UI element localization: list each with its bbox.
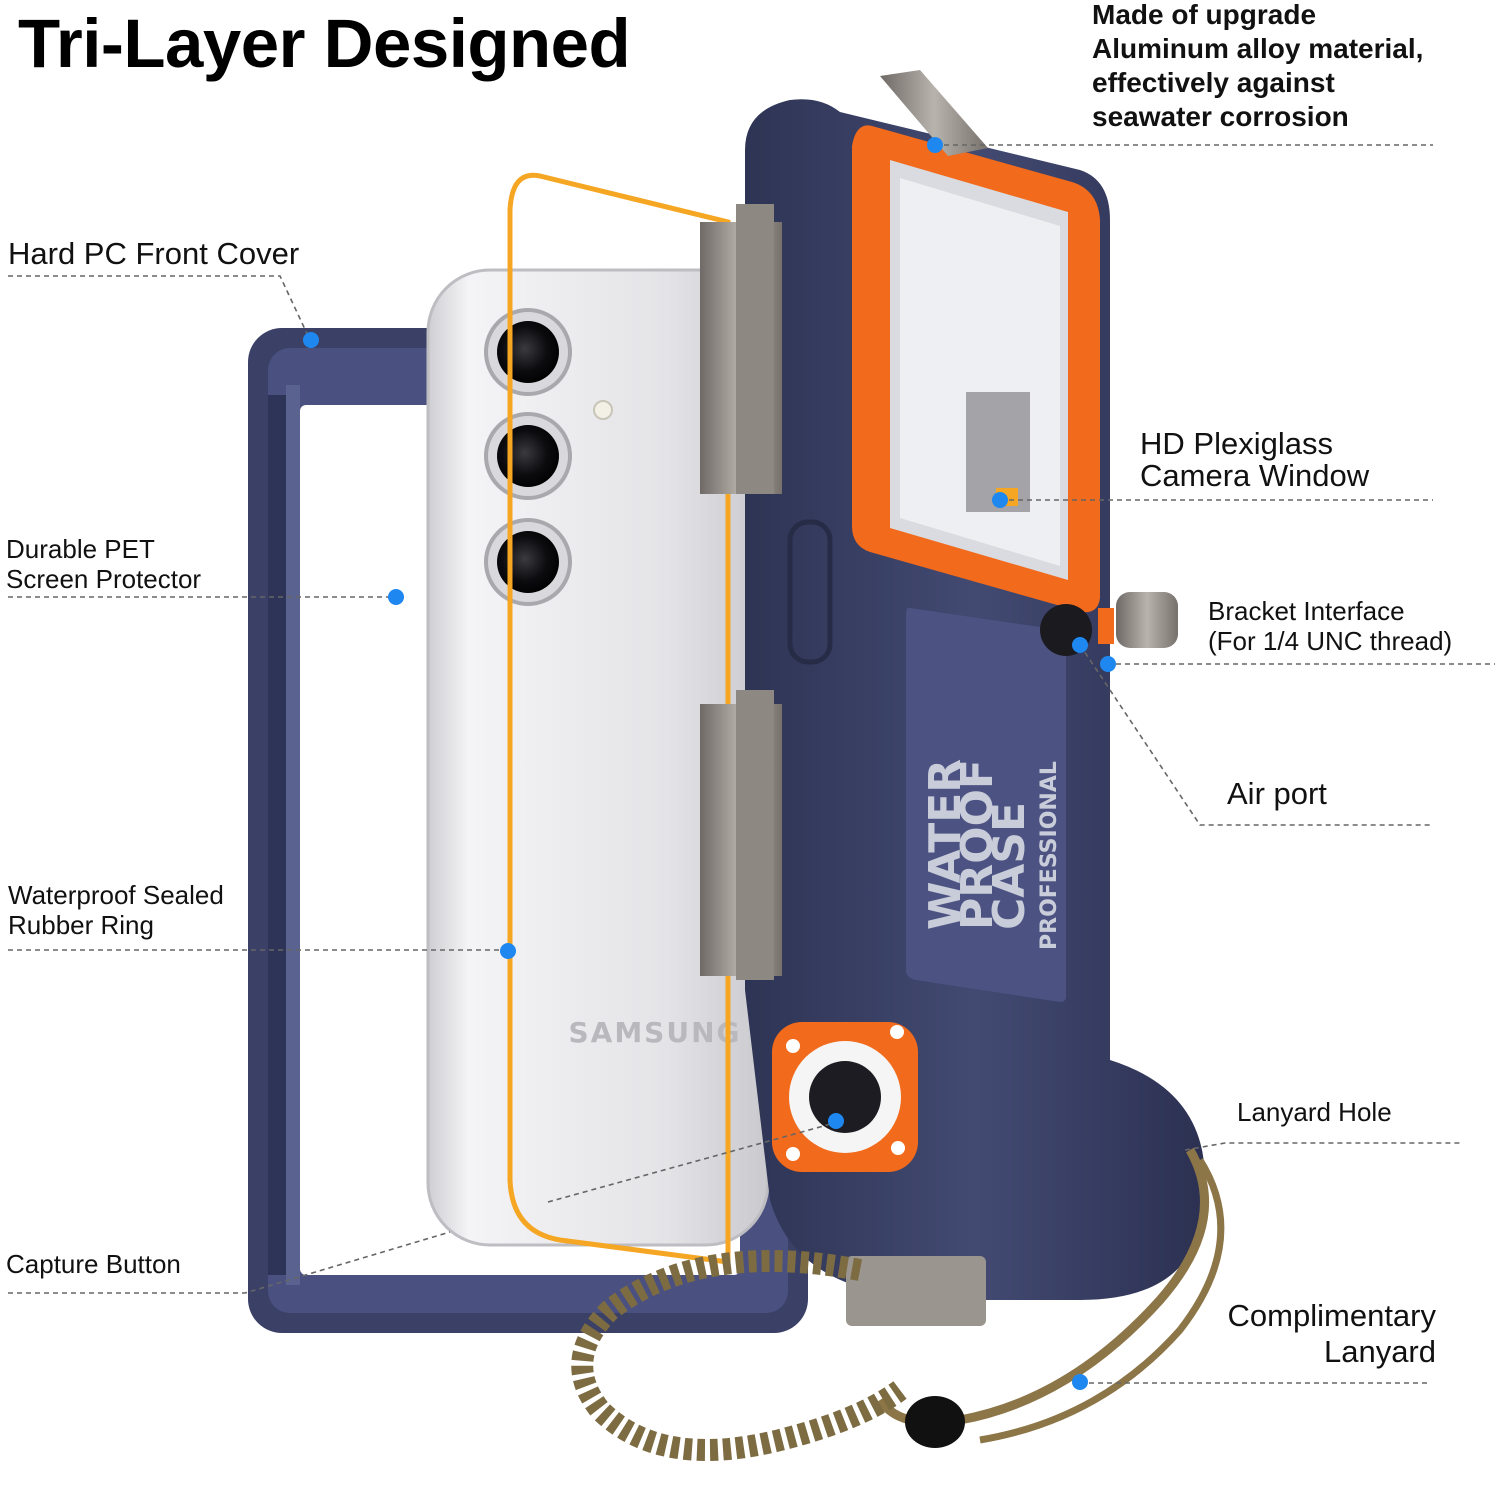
page-title: Tri-Layer Designed (18, 5, 631, 82)
metal-hinges (700, 70, 988, 980)
capture-button-assembly (772, 1022, 918, 1172)
svg-text:CASE: CASE (984, 802, 1035, 930)
lanyard-cord (571, 1147, 1225, 1461)
callout-lanyard-hole: Lanyard Hole (1237, 1097, 1392, 1127)
back-case: WATER PROOF CASE PROFESSIONAL (700, 70, 1205, 1326)
callout-capture-button: Capture Button (6, 1249, 181, 1279)
callout-air-port: Air port (1227, 776, 1327, 811)
marker-aluminum (927, 137, 943, 153)
marker-rubber-ring (500, 943, 516, 959)
bottom-clip (846, 1256, 986, 1326)
camera-window-frame (852, 125, 1100, 613)
case-print-panel: WATER PROOF CASE PROFESSIONAL (906, 607, 1066, 1002)
marker-air-port (1100, 656, 1116, 672)
callout-lanyard: Complimentary Lanyard (1227, 1298, 1436, 1369)
svg-text:PROOF: PROOF (952, 759, 1003, 930)
leader-lines (8, 144, 1495, 1384)
marker-screen-protector (388, 589, 404, 605)
phone-brand-logo: SAMSUNG (568, 1016, 741, 1049)
callout-front-cover: Hard PC Front Cover (8, 236, 300, 271)
marker-camera-window (992, 492, 1008, 508)
marker-lanyard (1072, 1374, 1088, 1390)
rubber-ring (507, 172, 731, 1265)
callout-aluminum: Made of upgrade Aluminum alloy material,… (1092, 0, 1424, 132)
bracket-knob (1040, 592, 1178, 656)
camera-lenses (484, 308, 613, 606)
svg-text:PROFESSIONAL: PROFESSIONAL (1037, 761, 1062, 950)
callout-camera-window: HD Plexiglass Camera Window (1140, 426, 1370, 493)
marker-front-cover (303, 332, 319, 348)
callout-markers (303, 137, 1116, 1390)
callout-rubber-ring: Waterproof Sealed Rubber Ring (8, 880, 224, 940)
marker-capture-button (828, 1113, 844, 1129)
svg-text:WATER: WATER (920, 759, 971, 930)
marker-bracket (1072, 637, 1088, 653)
cord-lock (905, 1396, 965, 1448)
callout-bracket-interface: Bracket Interface (For 1/4 UNC thread) (1208, 596, 1453, 656)
callout-screen-protector: Durable PET Screen Protector (6, 534, 202, 594)
